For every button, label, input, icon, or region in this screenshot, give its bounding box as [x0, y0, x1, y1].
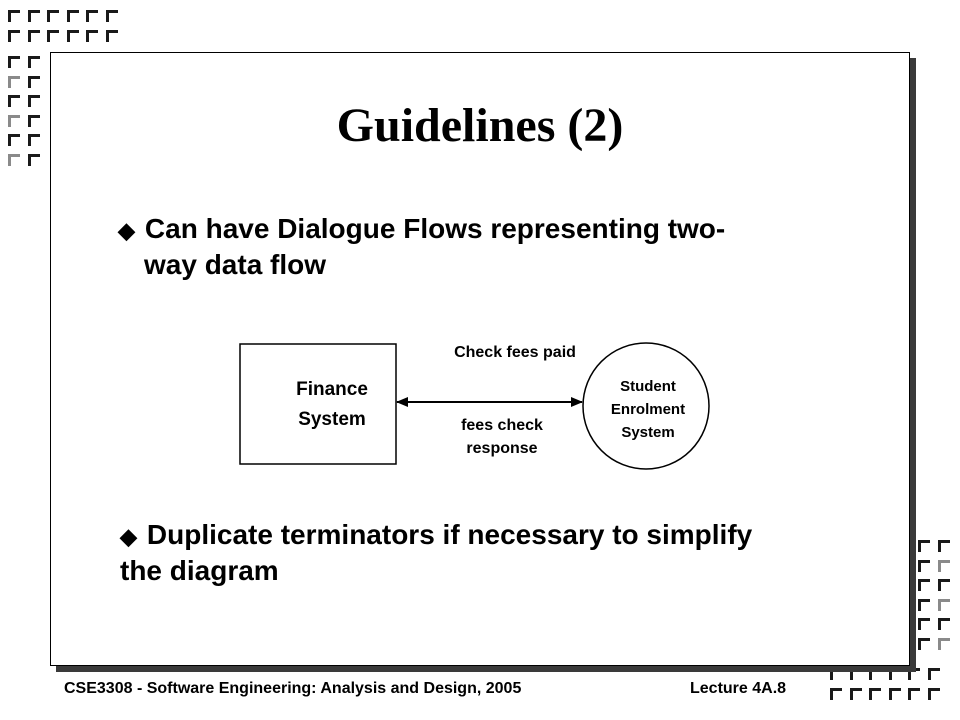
decorative-square: [8, 29, 20, 42]
decorative-square: [918, 540, 930, 552]
decorative-square: [937, 598, 950, 611]
slide-panel: [50, 52, 910, 666]
decorative-square: [8, 134, 20, 146]
process-label-line-1: Student: [620, 378, 676, 395]
bullet-text-line-2: the diagram: [120, 555, 279, 586]
decorative-square: [849, 687, 862, 700]
decorative-square: [918, 618, 930, 630]
slide-title: Guidelines (2): [336, 99, 624, 152]
decorative-square: [8, 75, 20, 88]
decorative-square: [27, 56, 40, 68]
bullet-item-two-way-flow: ◆ Can have Dialogue Flows representing tw…: [118, 212, 844, 282]
decorative-square: [937, 618, 950, 630]
bullet-text-line-1: Can have Dialogue Flows representing two…: [144, 213, 726, 244]
diamond-bullet-icon: ◆: [118, 218, 135, 243]
decorative-square: [8, 56, 20, 68]
flow-label-check-fees: Check fees paid: [454, 344, 576, 361]
flow-label-response-line-2: response: [466, 440, 537, 457]
decorative-square: [27, 10, 40, 22]
decorative-square: [830, 687, 842, 700]
bullet-text-line-1: Duplicate terminators if necessary to si…: [146, 519, 753, 550]
decorative-square: [27, 114, 40, 127]
decorative-square: [27, 134, 40, 146]
decorative-square: [937, 559, 950, 572]
decorative-square: [918, 637, 930, 650]
decorative-square: [937, 540, 950, 552]
footer-lecture-number: Lecture 4A.8: [690, 680, 787, 697]
decorative-square: [8, 10, 20, 22]
process-label-line-2: Enrolment: [611, 401, 685, 418]
decorative-square: [8, 114, 20, 127]
footer-course-title: CSE3308 - Software Engineering: Analysis…: [64, 680, 522, 697]
decorative-square: [27, 29, 40, 42]
flow-label-response-line-1: fees check: [461, 417, 543, 434]
decorative-square: [908, 687, 920, 700]
decorative-square: [86, 10, 98, 22]
terminator-label-line-1: Finance: [296, 379, 368, 400]
decorative-square: [86, 29, 98, 42]
decorative-square: [47, 10, 59, 22]
decorative-square: [47, 29, 59, 42]
decorative-square: [8, 153, 20, 166]
decorative-square: [66, 29, 79, 42]
decorative-square: [66, 10, 79, 22]
decorative-square: [888, 687, 901, 700]
decorative-square: [105, 10, 118, 22]
decorative-square: [27, 95, 40, 107]
decorative-square: [105, 29, 118, 42]
bullet-item-duplicate-terminators: ◆ Duplicate terminators if necessary to s…: [120, 518, 880, 588]
decorative-square: [937, 579, 950, 591]
decorative-square: [869, 687, 881, 700]
decorative-square: [927, 668, 940, 680]
diamond-bullet-icon: ◆: [120, 524, 137, 549]
decorative-square: [927, 687, 940, 700]
decorative-square: [937, 637, 950, 650]
decorative-square: [8, 95, 20, 107]
decorative-square: [27, 75, 40, 88]
decorative-square: [918, 559, 930, 572]
process-label-line-3: System: [621, 424, 674, 441]
process-circle: [582, 342, 710, 470]
decorative-square: [918, 598, 930, 611]
decorative-square: [27, 153, 40, 166]
terminator-box: [239, 343, 397, 465]
bullet-text-line-2: way data flow: [144, 249, 327, 280]
terminator-label-line-2: System: [298, 409, 366, 430]
decorative-square: [918, 579, 930, 591]
